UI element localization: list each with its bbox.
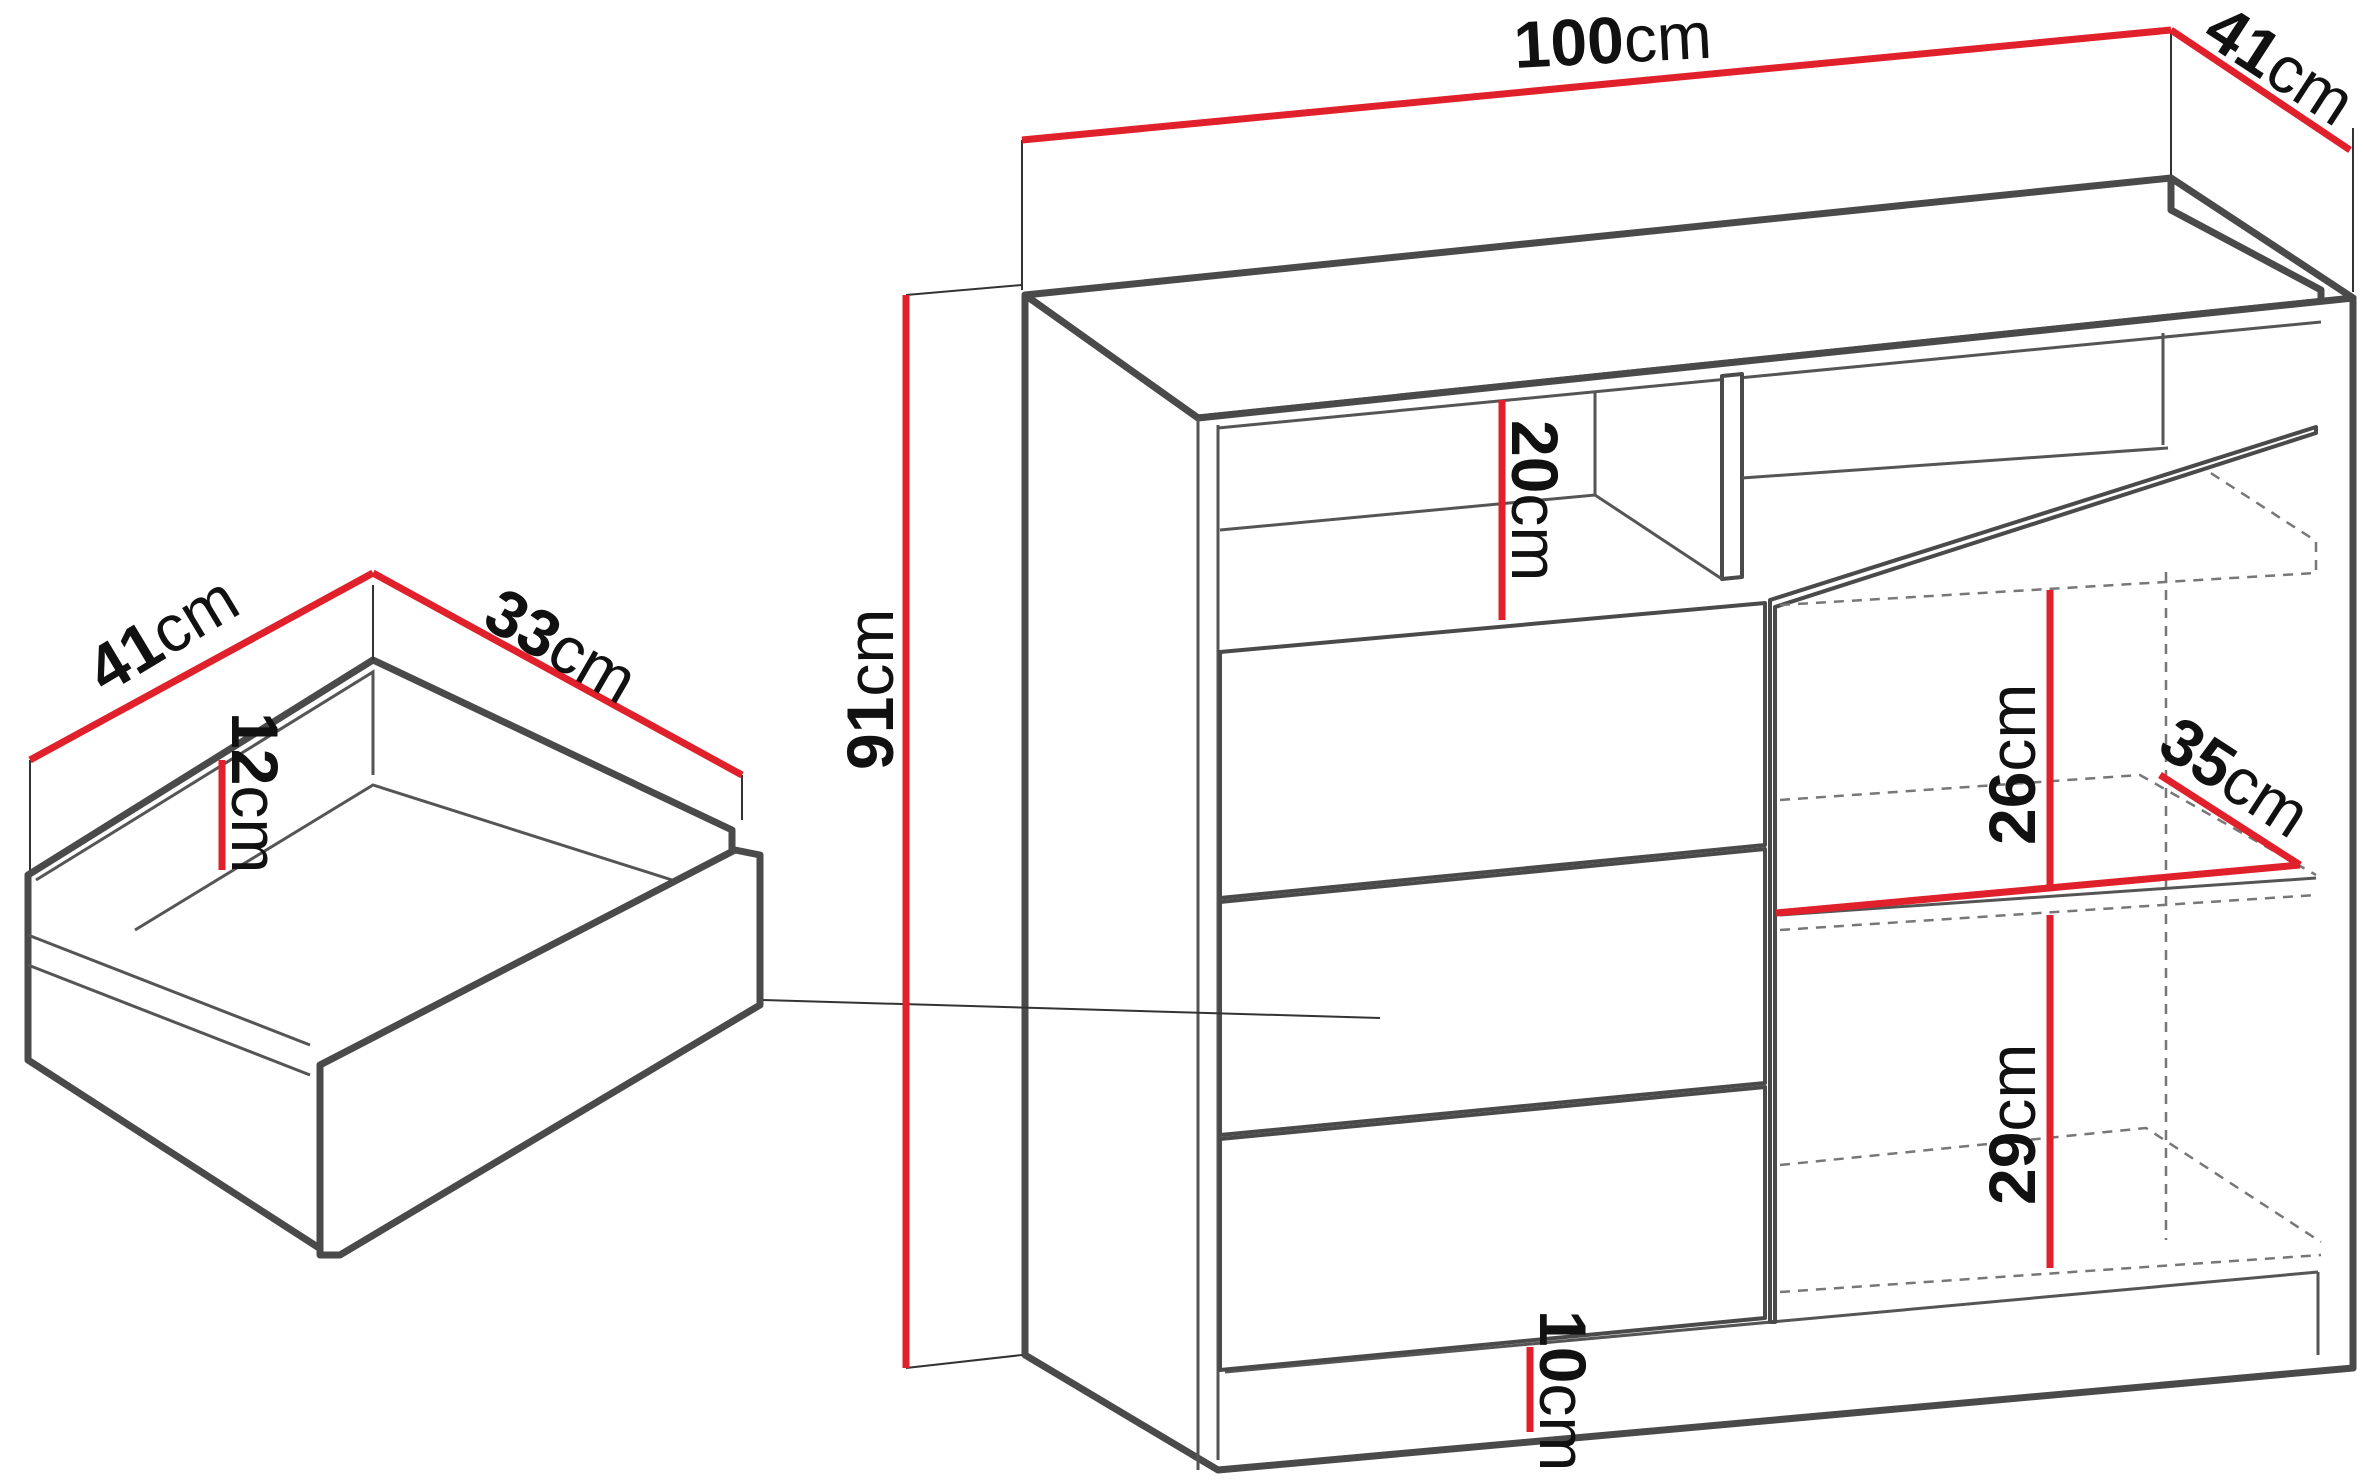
top-inner-edge (1217, 320, 2322, 430)
dim-label-height: 91cm (833, 609, 907, 770)
drawer-label-width: 33cm (473, 573, 650, 718)
dim-value: 26 (1975, 772, 2049, 845)
drawer-inner-back (35, 669, 375, 882)
drawer-side-lines-2 (27, 963, 311, 1077)
drawer-front-3[interactable] (1218, 1085, 1767, 1372)
cabinet-door-open[interactable] (1768, 425, 2318, 1324)
dim-unit: cm (1498, 493, 1572, 581)
drawer-side-lines (27, 933, 311, 1047)
dim-label-top-niche: 20cm (1498, 420, 1572, 581)
extension-lines (762, 30, 2354, 1369)
open-niche-divider (1720, 372, 1744, 581)
dim-label-upper-shelf: 26cm (1975, 684, 2049, 845)
drawer-front-1[interactable] (1218, 601, 1767, 900)
dim-line-depth (2169, 27, 2352, 153)
dim-line-shelf-depth (2158, 772, 2302, 868)
dim-label-plinth: 10cm (1526, 1310, 1600, 1471)
cabinet (1021, 174, 2357, 1474)
dim-label-width: 100cm (1512, 0, 1714, 82)
dim-value: 12 (218, 712, 292, 785)
drawer-front-panel (316, 846, 764, 1259)
drawer-dim-line-depth (28, 569, 375, 764)
dim-value: 100 (1512, 2, 1626, 82)
dim-value: 29 (1975, 1132, 2049, 1205)
dim-value: 91 (833, 697, 907, 770)
dim-line-shelf-width (1775, 861, 2301, 917)
dim-label-depth: 41cm (2192, 0, 2364, 140)
dim-unit: cm (1526, 1383, 1600, 1471)
dimension-lines (28, 26, 2352, 1432)
dim-value: 20 (1498, 420, 1572, 493)
drawer-label-height: 12cm (218, 712, 292, 873)
dim-unit: cm (1622, 0, 1714, 76)
dim-unit: cm (1975, 684, 2049, 772)
drawer-dim-line-width (371, 569, 744, 779)
dim-value: 10 (1526, 1310, 1600, 1383)
niche-right-inner (1741, 446, 2169, 480)
dim-unit: cm (833, 609, 907, 697)
drawer-inner-floor (134, 783, 736, 932)
dim-label-lower-shelf: 29cm (1975, 1044, 2049, 1205)
dim-unit: cm (218, 785, 292, 873)
dim-unit: cm (1975, 1044, 2049, 1132)
drawer-front-2[interactable] (1218, 847, 1767, 1137)
dim-line-width (1021, 26, 2172, 144)
drawer-detail (24, 585, 764, 1259)
